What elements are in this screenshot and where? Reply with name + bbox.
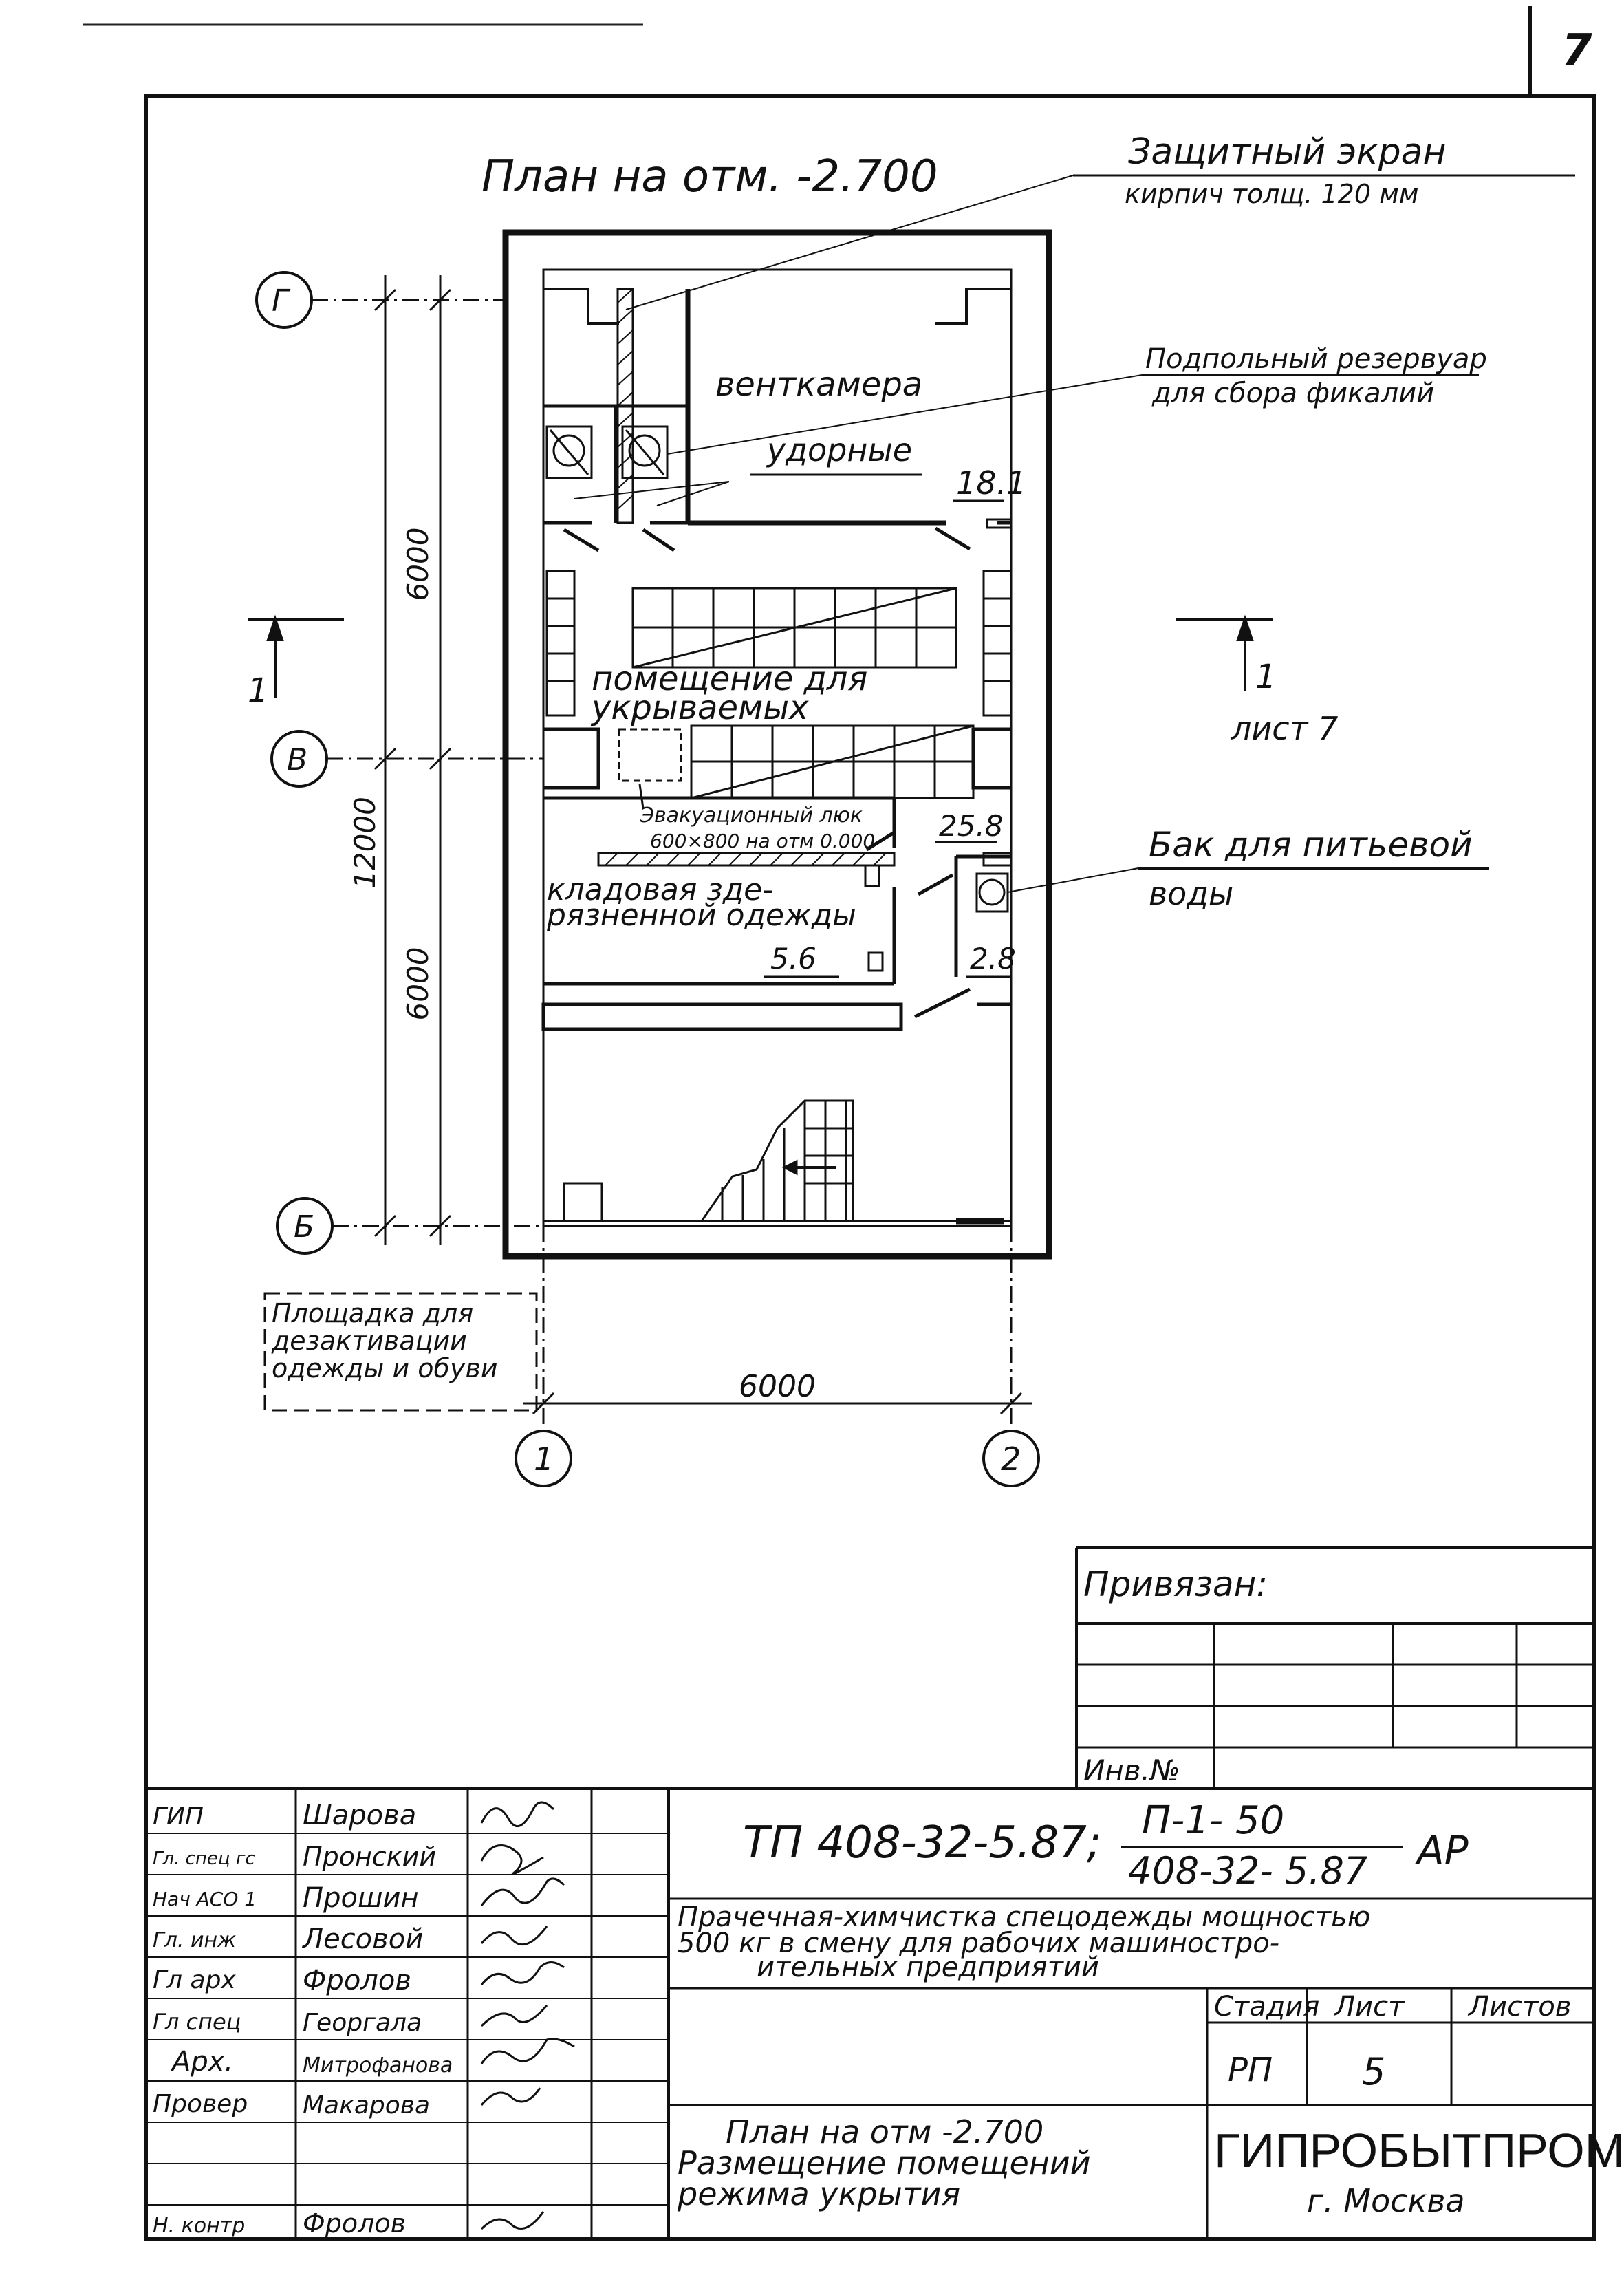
room-udornye: удорные <box>766 431 912 468</box>
stage-value: РП <box>1228 2051 1273 2089</box>
title-block-grid <box>146 1787 1594 2239</box>
sheet-header: Лист <box>1333 1991 1405 2023</box>
sheets-header: Листов <box>1467 1991 1571 2023</box>
area-25-8: 25.8 <box>939 809 1004 843</box>
description-line1: Прачечная-химчистка спецодежды мощностью <box>678 1901 1370 1933</box>
shelter-room-line1: помещение для <box>592 660 867 698</box>
drawing-title-line3: режима укрытия <box>677 2175 960 2212</box>
axis-label-2: 2 <box>1001 1441 1021 1478</box>
sig-role: Гл. спец гс <box>153 1848 255 1869</box>
doors <box>563 526 971 1019</box>
sig-role: Гл арх <box>153 1966 236 1994</box>
sig-role: Провер <box>153 2090 248 2118</box>
dim-width-6000: 6000 <box>739 1369 816 1404</box>
signature-table: ГИП Шарова Гл. спец гс Пронский Нач АСО … <box>153 1800 453 2239</box>
section-marks <box>248 614 1273 698</box>
tank-callout-line1: Бак для питьевой <box>1149 825 1473 865</box>
sig-role: ГИП <box>153 1802 204 1831</box>
sig-name: Фролов <box>303 1965 411 1996</box>
sig-role: Гл. инж <box>153 1928 236 1952</box>
axis-label-b: Б <box>294 1209 314 1244</box>
description-line3: ительных предприятий <box>757 1952 1099 1983</box>
screen-callout-title: Защитный экран <box>1128 131 1446 173</box>
deact-line2: дезактивации <box>271 1326 467 1356</box>
callout-reservoir: Подпольный резервуар для сбора фикалий <box>667 343 1487 455</box>
dimension-lines <box>373 275 1032 1415</box>
sig-name: Прошин <box>303 1882 419 1914</box>
sig-name: Макарова <box>303 2091 430 2120</box>
storage-label-line1: кладовая зде- <box>547 872 773 907</box>
inventory-number-label: Инв.№ <box>1083 1754 1180 1787</box>
signature-row-lines <box>146 1833 669 2206</box>
handwritten-signatures <box>480 1801 575 2230</box>
shelter-benches <box>545 570 1013 799</box>
deact-line1: Площадка для <box>272 1298 473 1328</box>
shelter-room-line2: укрываемых <box>590 689 809 727</box>
doc-code: ТП 408-32-5.87; <box>743 1818 1101 1868</box>
tank-callout-line2: воды <box>1149 875 1233 912</box>
axis-label-1: 1 <box>534 1441 554 1478</box>
small-markers <box>864 864 884 972</box>
area-18-1: 18.1 <box>956 464 1026 502</box>
dim-total-12000: 12000 <box>348 797 382 889</box>
deact-line3: одежды и обуви <box>272 1353 498 1383</box>
privyazan-block <box>1075 1546 1594 1789</box>
sig-name: Митрофанова <box>303 2053 453 2078</box>
reservoir-callout-line1: Подпольный резервуар <box>1145 343 1487 375</box>
sig-role: Гл спец <box>153 2009 241 2035</box>
sheet-corner-number: 7 <box>1561 25 1592 76</box>
axis-markers <box>255 271 1040 1487</box>
staircase <box>700 1099 1004 1225</box>
drinking-tank <box>975 872 1009 913</box>
organization-city: г. Москва <box>1307 2182 1465 2219</box>
privyazan-label: Привязан: <box>1083 1564 1268 1604</box>
toilet-fixtures <box>545 425 669 479</box>
shield-walls <box>597 288 1013 867</box>
drawing-title-line2: Размещение помещений <box>678 2144 1091 2181</box>
axis-label-g: Г <box>272 283 291 319</box>
sheet-value: 5 <box>1362 2050 1385 2093</box>
room-ventkamera: венткамера <box>715 365 922 404</box>
description-line2: 500 кг в смену для рабочих машиностро- <box>678 1928 1279 1959</box>
callout-tank: Бак для питьевой воды <box>1007 825 1489 912</box>
section-sheet-ref: лист 7 <box>1231 710 1338 747</box>
sheet-frame <box>144 6 1596 2241</box>
decontamination-area: Площадка для дезактивации одежды и обуви <box>263 1292 538 1412</box>
section-mark-left: 1 <box>248 671 269 710</box>
sig-name: Георгала <box>303 2009 422 2037</box>
doc-mark: АР <box>1414 1827 1469 1874</box>
stage-header: Стадия <box>1214 1991 1319 2023</box>
fraction-bottom: 408-32- 5.87 <box>1128 1849 1367 1893</box>
sig-name: Пронский <box>303 1842 436 1872</box>
area-5-6: 5.6 <box>770 942 816 975</box>
screen-callout-sub: кирпич толщ. 120 мм <box>1125 179 1418 209</box>
axis-label-v: В <box>287 742 307 777</box>
evacuation-hatch <box>618 728 682 809</box>
callout-screen: Защитный экран кирпич толщ. 120 мм <box>625 131 1575 310</box>
sig-name: Лесовой <box>301 1923 423 1955</box>
sig-role: Н. контр <box>153 2214 245 2238</box>
sig-role: Нач АСО 1 <box>153 1888 257 1910</box>
hatch-label-line2: 600×800 на отм 0.000 <box>650 830 875 852</box>
section-mark-right: 1 <box>1255 658 1277 696</box>
storage-label-line2: рязненной одежды <box>546 898 856 933</box>
hatch-label-line1: Эвакуационный люк <box>639 804 863 828</box>
dim-upper-6000: 6000 <box>401 528 435 601</box>
sig-role: Арх. <box>170 2046 233 2078</box>
drawing-title-line1: План на отм -2.700 <box>726 2113 1043 2150</box>
fraction-top: П-1- 50 <box>1142 1798 1284 1843</box>
reservoir-callout-line2: для сбора фикалий <box>1151 378 1434 409</box>
plan-title: План на отм. -2.700 <box>481 151 938 202</box>
sig-name: Шарова <box>303 1800 416 1831</box>
dim-lower-6000: 6000 <box>401 947 435 1021</box>
organization-name: ГИПРОБЫТПРОМ <box>1214 2124 1624 2177</box>
area-2-8: 2.8 <box>970 942 1016 975</box>
sig-name: Фролов <box>303 2208 406 2239</box>
building-walls <box>502 229 1052 1260</box>
